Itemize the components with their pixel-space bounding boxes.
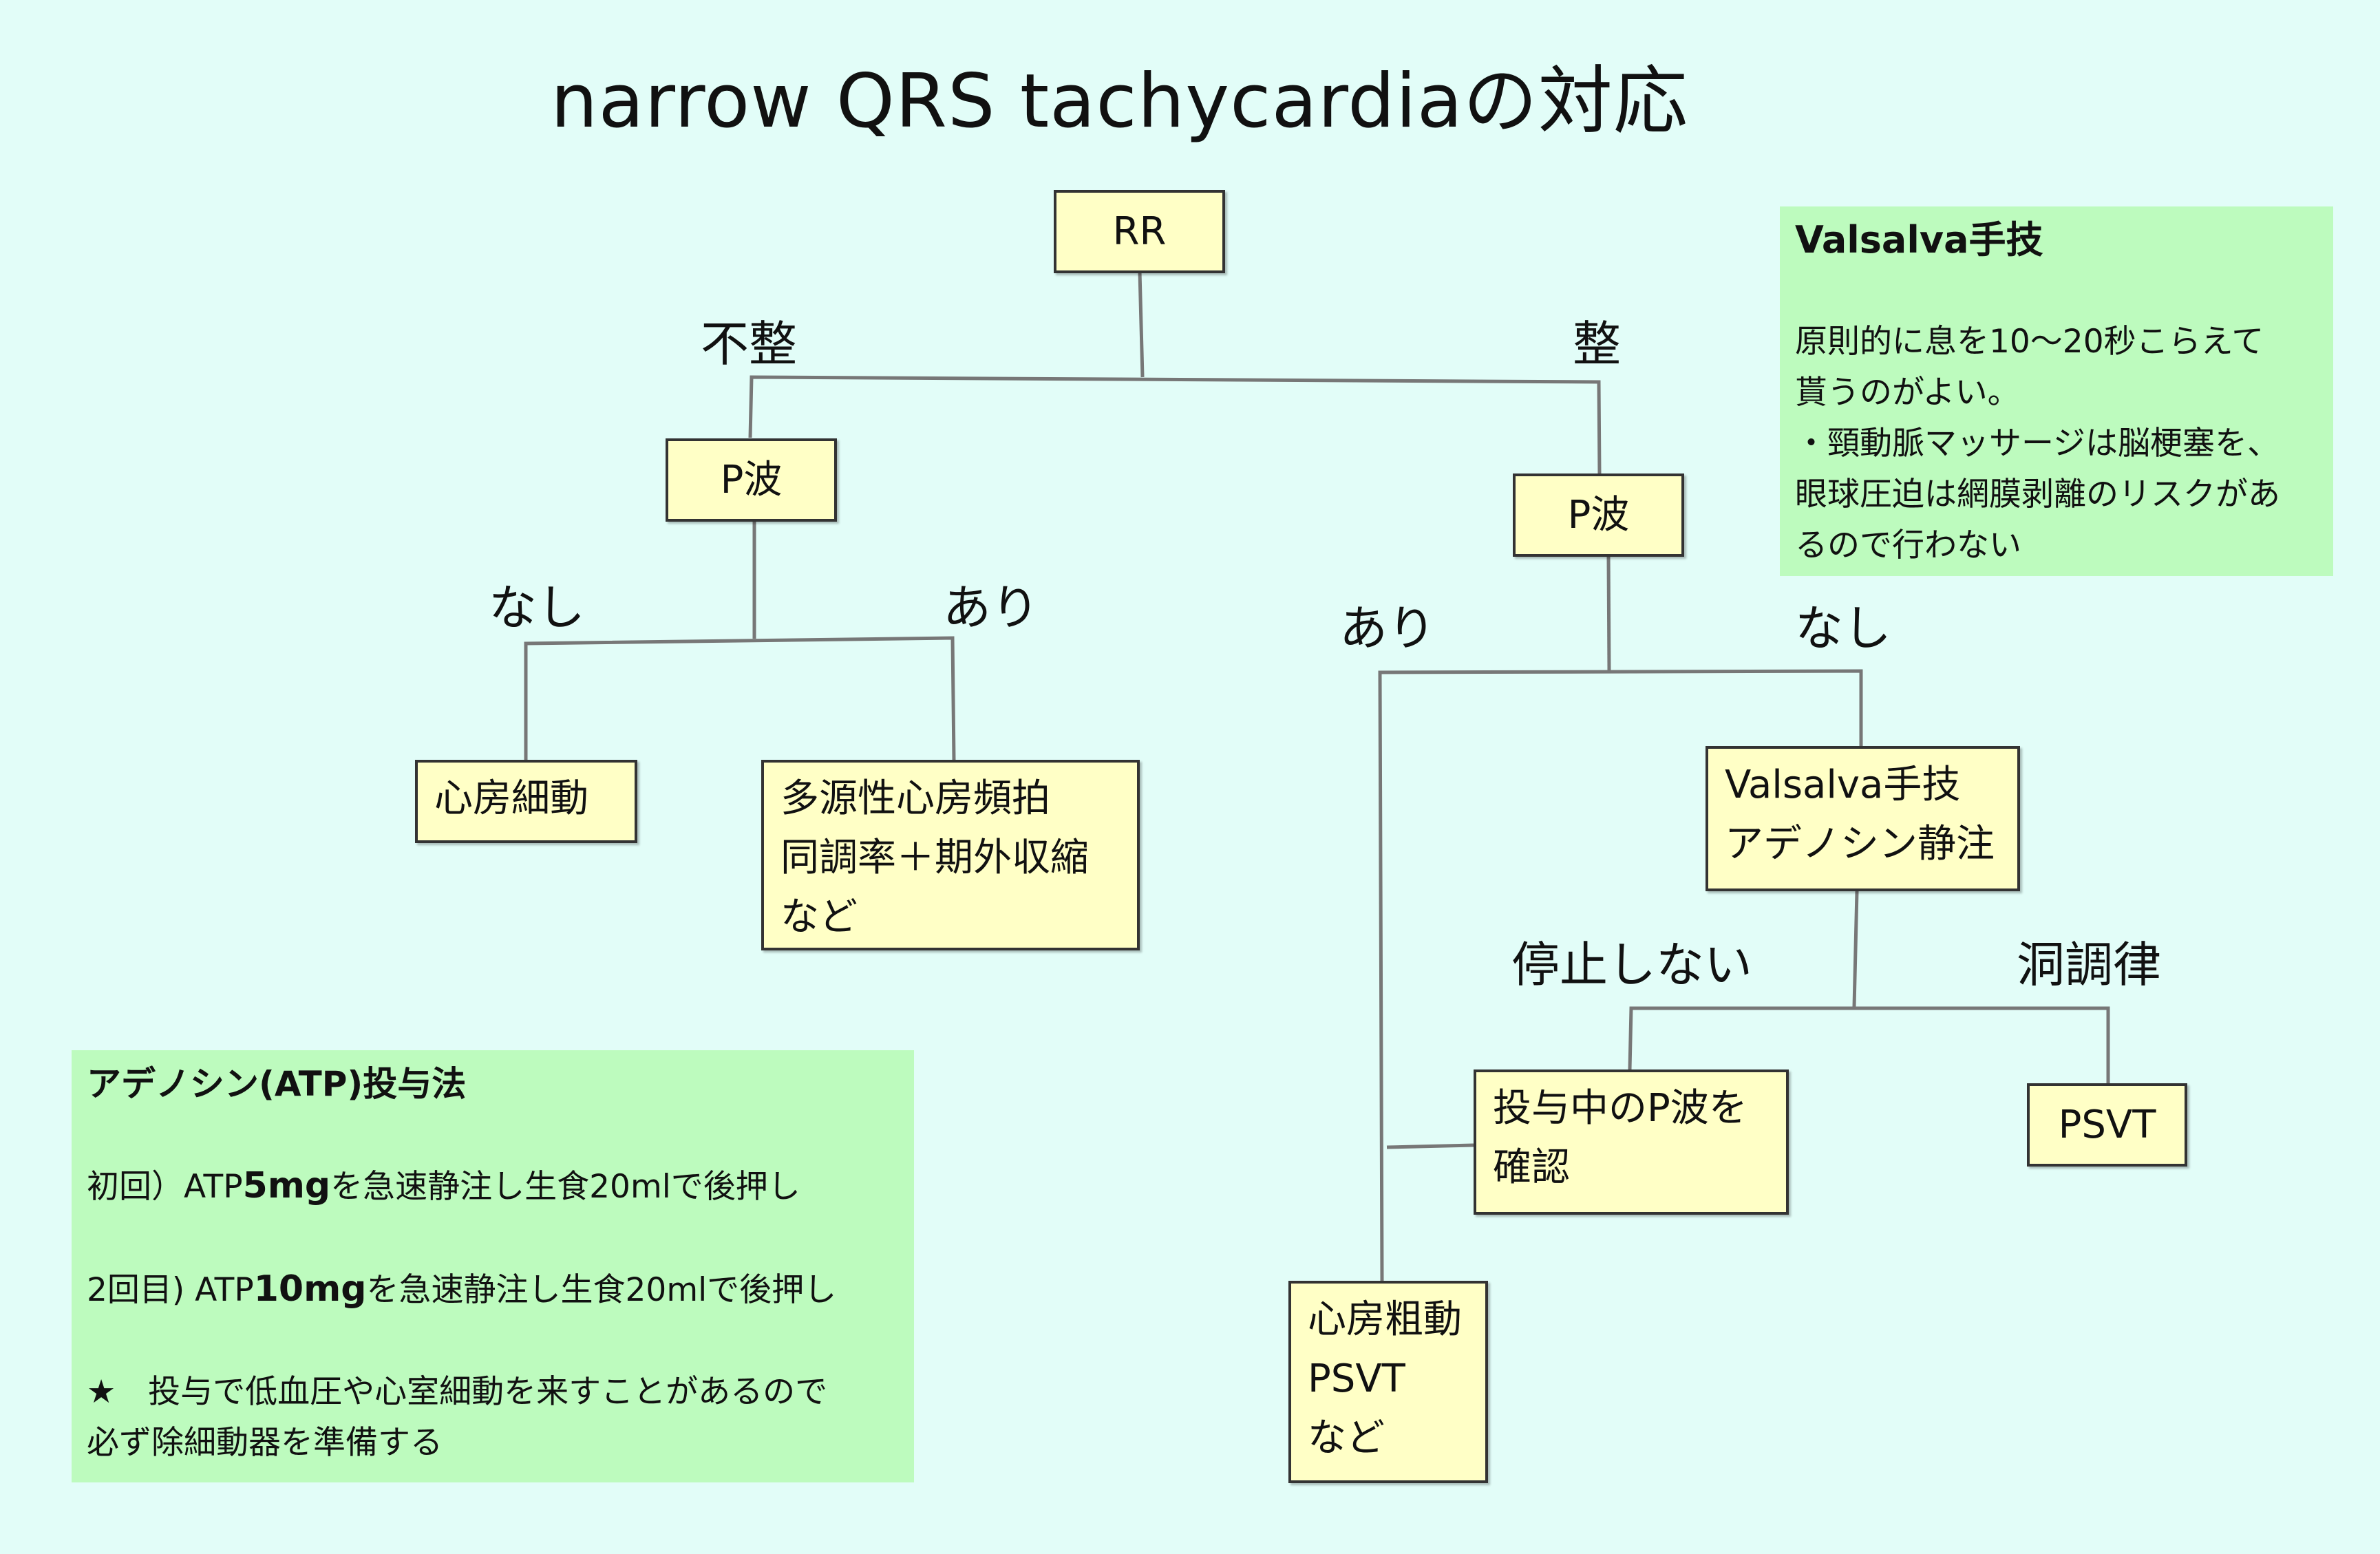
node-p-wave-regular: P波 [1513, 473, 1684, 557]
node-psvt: PSVT [2027, 1083, 2187, 1167]
valsalva-note: Valsalva手技 原則的に息を10〜20秒こらえて 貰うのがよい。 ・頸動脈… [1780, 206, 2333, 576]
page-title: narrow QRS tachycardiaの対応 [551, 58, 1688, 145]
valsalva-note-line: 貰うのがよい。 [1795, 374, 2020, 412]
node-atrial-fibrillation: 心房細動 [415, 760, 637, 843]
connector-right-split [1378, 669, 1863, 1281]
atp-note-first-dose: 初回）ATP5mgを急速静注し生食20mlで後押し [87, 1165, 800, 1206]
node-rr: RR [1054, 190, 1225, 273]
valsalva-note-line: 眼球圧迫は網膜剥離のリスクがあ [1795, 476, 2280, 513]
label-right-present: あり [1339, 600, 1436, 657]
atp-note-warning: ★ 投与で低血圧や心室細動を来すことがあるので [87, 1373, 828, 1411]
atp-note: アデノシン(ATP)投与法 初回）ATP5mgを急速静注し生食20mlで後押し … [72, 1050, 914, 1482]
connector-check-p [1386, 1143, 1474, 1149]
label-irregular: 不整 [701, 316, 797, 372]
label-regular: 整 [1573, 316, 1621, 372]
node-atrial-flutter: 心房粗動 PSVT など [1288, 1281, 1488, 1483]
valsalva-note-line: 原則的に息を10〜20秒こらえて [1795, 323, 2264, 361]
connector-vagal-split [1628, 1006, 2110, 1083]
label-sinus-rhythm: 洞調律 [2017, 937, 2161, 993]
connector-right-p [1606, 554, 1611, 672]
node-vagal-adenosine: Valsalva手技 アデノシン静注 [1706, 746, 2020, 891]
connector-left-split [524, 636, 956, 760]
valsalva-note-heading: Valsalva手技 [1795, 218, 2043, 262]
connector-vagal [1852, 891, 1859, 1008]
valsalva-note-line: ・頸動脈マッサージは脳梗塞を、 [1795, 425, 2280, 462]
label-left-present: あり [943, 579, 1039, 636]
atp-note-heading: アデノシン(ATP)投与法 [87, 1064, 467, 1104]
connector-rr [1138, 271, 1145, 378]
atp-note-warning: 必ず除細動器を準備する [87, 1424, 443, 1462]
node-check-p-wave: 投与中のP波を 確認 [1474, 1069, 1789, 1215]
connector-rr-split [748, 375, 1602, 476]
label-not-stopped: 停止しない [1511, 937, 1752, 993]
node-multifocal-at: 多源性心房頻拍 同調率＋期外収縮 など [761, 760, 1140, 950]
node-p-wave-irregular: P波 [666, 438, 837, 522]
label-right-none: なし [1795, 600, 1891, 657]
atp-note-second-dose: 2回目) ATP10mgを急速静注し生食20mlで後押し [87, 1268, 837, 1310]
label-left-none: なし [489, 579, 585, 636]
valsalva-note-line: るので行わない [1795, 526, 2021, 564]
